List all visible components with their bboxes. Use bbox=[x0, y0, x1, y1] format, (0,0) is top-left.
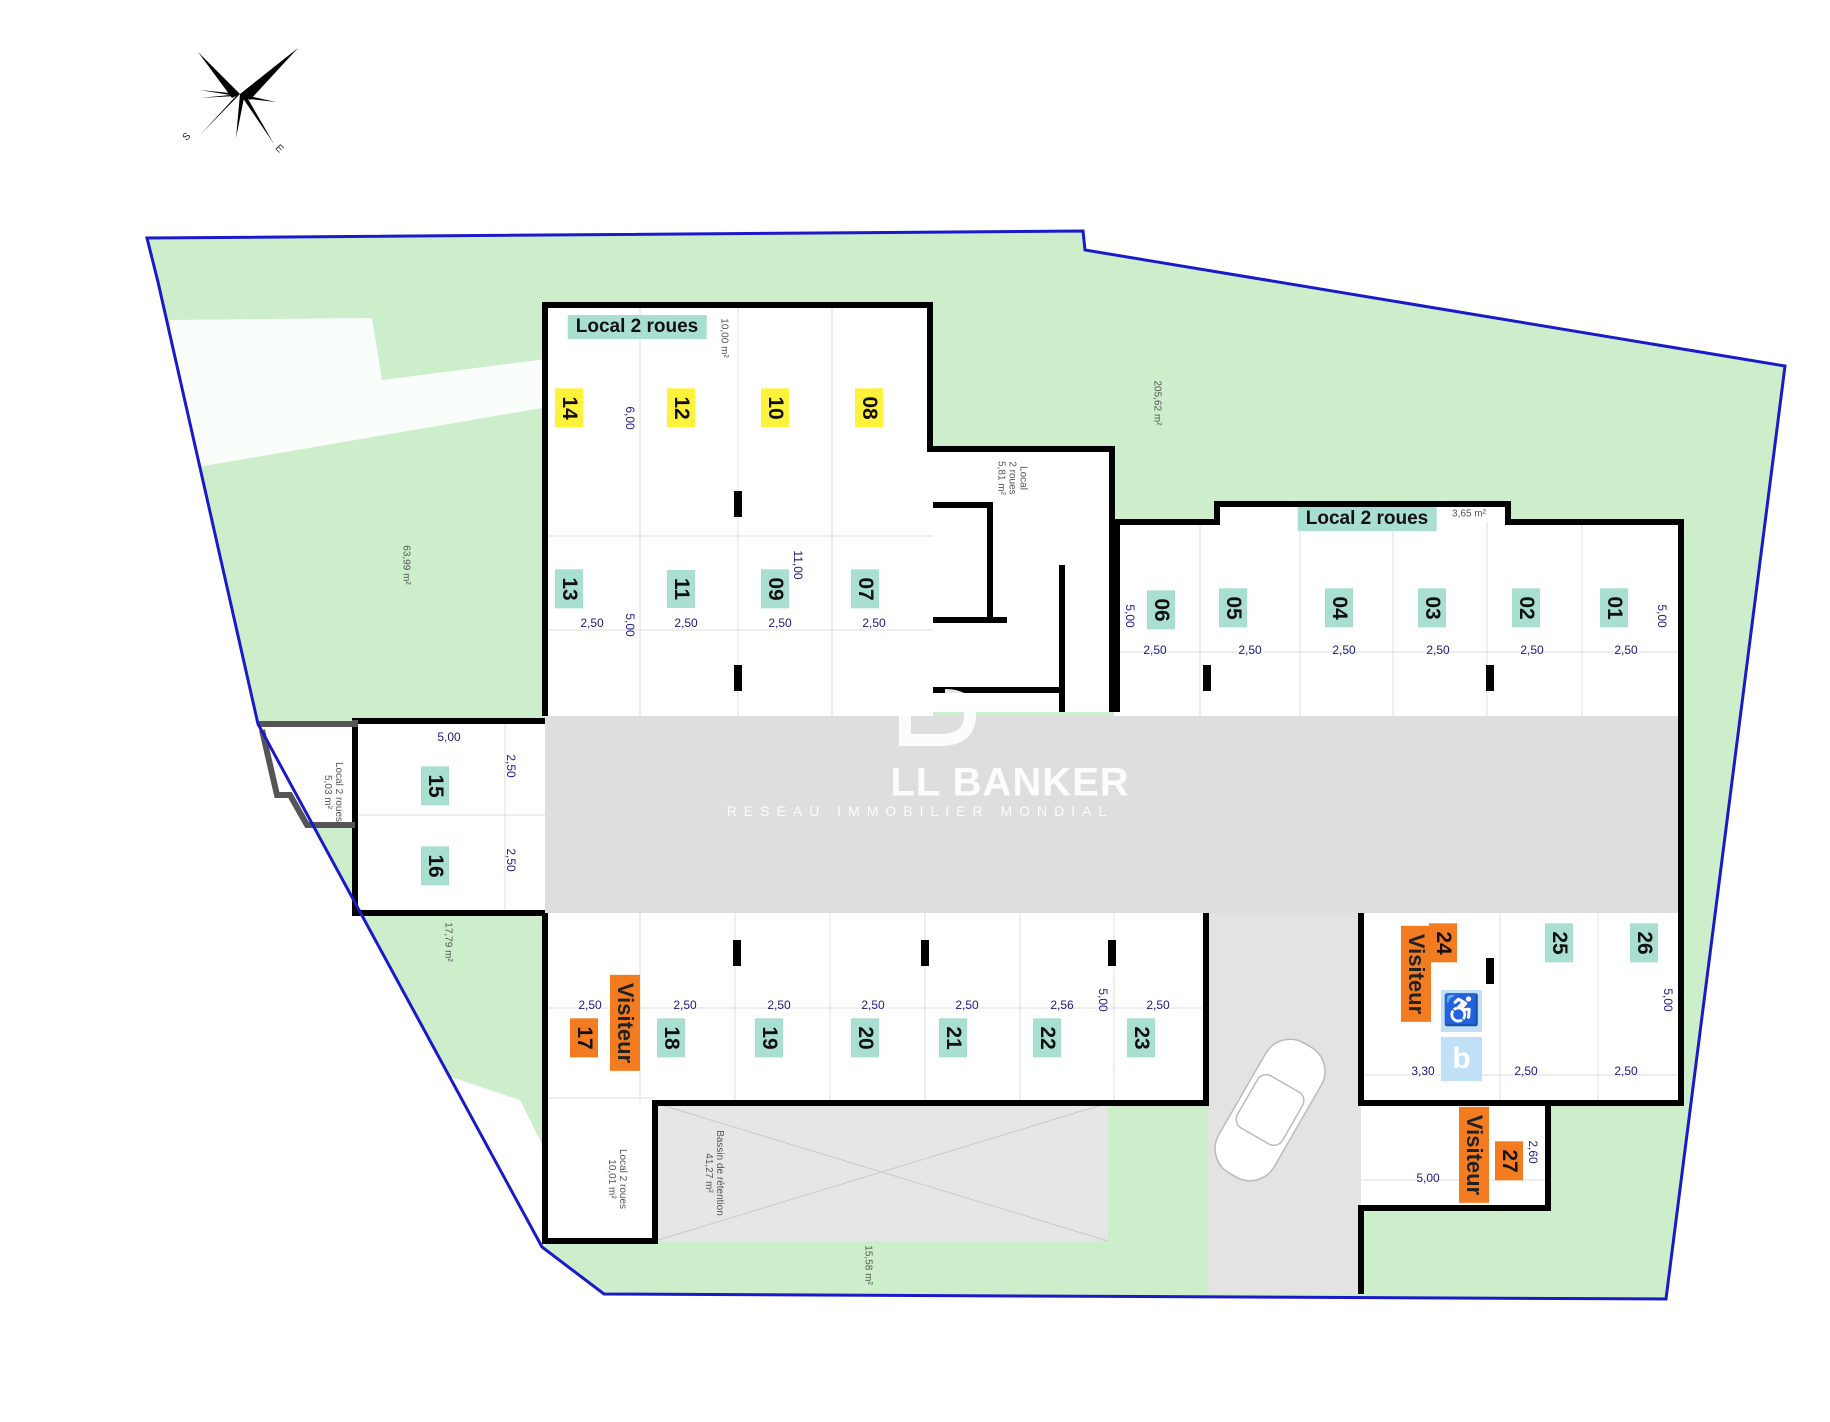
label: Local 2 roues bbox=[333, 761, 344, 823]
dimension: 2,50 bbox=[504, 754, 518, 778]
dimension: 2,50 bbox=[1146, 998, 1170, 1012]
visitor-label-27: Visiteur bbox=[1459, 1106, 1489, 1204]
dimension: 2,56 bbox=[1050, 998, 1074, 1012]
parking-spot-06[interactable]: 06 bbox=[1147, 590, 1175, 630]
label: Local bbox=[1017, 466, 1029, 490]
car-outline-icon bbox=[1214, 1038, 1326, 1182]
parking-spot-03[interactable]: 03 bbox=[1418, 588, 1446, 628]
watermark-logo-icon bbox=[899, 689, 977, 746]
dimension: 2,50 bbox=[1520, 643, 1544, 657]
parking-spot-12[interactable]: 12 bbox=[667, 388, 695, 428]
dimension: 2,60 bbox=[1526, 1140, 1540, 1164]
garden-area-south: 15,58 m² bbox=[862, 1245, 874, 1285]
parking-spot-08[interactable]: 08 bbox=[855, 388, 883, 428]
dimension: 2,50 bbox=[1238, 643, 1262, 657]
label: Bassin de rétention bbox=[714, 1130, 725, 1216]
bike-room-title-right: Local 2 roues bbox=[1297, 507, 1437, 531]
parking-spot-19[interactable]: 19 bbox=[755, 1018, 783, 1058]
parking-spot-13[interactable]: 13 bbox=[555, 569, 583, 609]
parking-spot-07[interactable]: 07 bbox=[851, 569, 879, 609]
area: 10,01 m² bbox=[606, 1159, 617, 1199]
parking-spot-09[interactable]: 09 bbox=[761, 569, 789, 609]
parking-spot-10[interactable]: 10 bbox=[761, 388, 789, 428]
parking-spot-27[interactable]: 27 bbox=[1495, 1141, 1523, 1181]
garden-area-west: 63,99 m² bbox=[400, 545, 412, 585]
parking-spot-16[interactable]: 16 bbox=[421, 846, 449, 886]
parking-spot-02[interactable]: 02 bbox=[1512, 588, 1540, 628]
parking-spot-22[interactable]: 22 bbox=[1033, 1018, 1061, 1058]
accessible-b-icon: b bbox=[1441, 1037, 1482, 1081]
dimension: 2,50 bbox=[1332, 643, 1356, 657]
dimension: 2,50 bbox=[1614, 1064, 1638, 1078]
parking-spot-21[interactable]: 21 bbox=[939, 1018, 967, 1058]
parking-spot-18[interactable]: 18 bbox=[657, 1018, 685, 1058]
dimension: 2,50 bbox=[1143, 643, 1167, 657]
parking-spot-15[interactable]: 15 bbox=[421, 766, 449, 806]
garden-path bbox=[170, 318, 600, 470]
dimension: 5,00 bbox=[1096, 988, 1110, 1012]
dimension: 2,50 bbox=[580, 616, 604, 630]
parking-spot-01[interactable]: 01 bbox=[1600, 588, 1628, 628]
dimension: 2,50 bbox=[862, 616, 886, 630]
dimension: 5,00 bbox=[1123, 604, 1137, 628]
dimension: 2,50 bbox=[767, 998, 791, 1012]
visitor-label-17: Visiteur bbox=[610, 974, 640, 1072]
dimension: 2,50 bbox=[861, 998, 885, 1012]
dimension: 6,00 bbox=[623, 406, 637, 430]
dimension: 2,50 bbox=[1426, 643, 1450, 657]
dimension: 5,00 bbox=[1661, 988, 1675, 1012]
dimension: 5,00 bbox=[1655, 604, 1669, 628]
dimension: 11,00 bbox=[791, 550, 805, 580]
parking-spot-05[interactable]: 05 bbox=[1219, 588, 1247, 628]
lot-boundary bbox=[145, 229, 1787, 1301]
dimension: 5,00 bbox=[1416, 1171, 1440, 1185]
watermark-brand: LL BANKER bbox=[890, 760, 1130, 805]
area: 41,27 m² bbox=[703, 1153, 714, 1193]
compass-rose-icon bbox=[198, 48, 298, 144]
area: 5,03 m² bbox=[322, 775, 333, 809]
label: Local 2 roues bbox=[617, 1148, 628, 1210]
bike-left-wall bbox=[258, 720, 358, 727]
parking-spot-17[interactable]: 17 bbox=[570, 1018, 598, 1058]
dimension: 2,50 bbox=[578, 998, 602, 1012]
dimension: 2,50 bbox=[674, 616, 698, 630]
dimension: 3,30 bbox=[1411, 1064, 1435, 1078]
garden-area-north: 205,62 m² bbox=[1151, 380, 1163, 426]
dimension: 2,50 bbox=[504, 848, 518, 872]
parking-spot-25[interactable]: 25 bbox=[1545, 923, 1573, 963]
bike-room-title-top-left: Local 2 roues bbox=[567, 315, 707, 339]
watermark-tagline: RESEAU IMMOBILIER MONDIAL bbox=[726, 803, 1114, 819]
bike-room-area-top-left: 10,00 m² bbox=[718, 318, 730, 358]
dimension: 2,50 bbox=[955, 998, 979, 1012]
visitor-label-24: Visiteur bbox=[1401, 925, 1431, 1023]
dimension: 2,50 bbox=[1514, 1064, 1538, 1078]
parking-spot-11[interactable]: 11 bbox=[667, 569, 695, 609]
dimension: 2,50 bbox=[768, 616, 792, 630]
parking-spot-24[interactable]: 24 bbox=[1429, 923, 1457, 963]
dimension: 5,00 bbox=[623, 613, 637, 637]
columns bbox=[733, 491, 1494, 984]
walls bbox=[352, 302, 1684, 1294]
bike-room-area-right: 3,65 m² bbox=[1452, 508, 1486, 520]
dimension: 2,50 bbox=[673, 998, 697, 1012]
label: 2 roues bbox=[1006, 461, 1018, 495]
parking-spot-26[interactable]: 26 bbox=[1630, 923, 1658, 963]
parking-spot-14[interactable]: 14 bbox=[555, 388, 583, 428]
wheelchair-icon: ♿ bbox=[1441, 990, 1482, 1032]
area: 5,81 m² bbox=[995, 461, 1007, 495]
parking-spot-20[interactable]: 20 bbox=[851, 1018, 879, 1058]
driving-aisle bbox=[545, 716, 1683, 913]
garden-area-southwest: 17,79 m² bbox=[442, 922, 454, 962]
parking-spot-23[interactable]: 23 bbox=[1127, 1018, 1155, 1058]
garden-strip-white bbox=[430, 1070, 545, 1247]
dimension: 2,50 bbox=[1614, 643, 1638, 657]
parking-spot-04[interactable]: 04 bbox=[1325, 588, 1353, 628]
dimension: 5,00 bbox=[437, 730, 461, 744]
